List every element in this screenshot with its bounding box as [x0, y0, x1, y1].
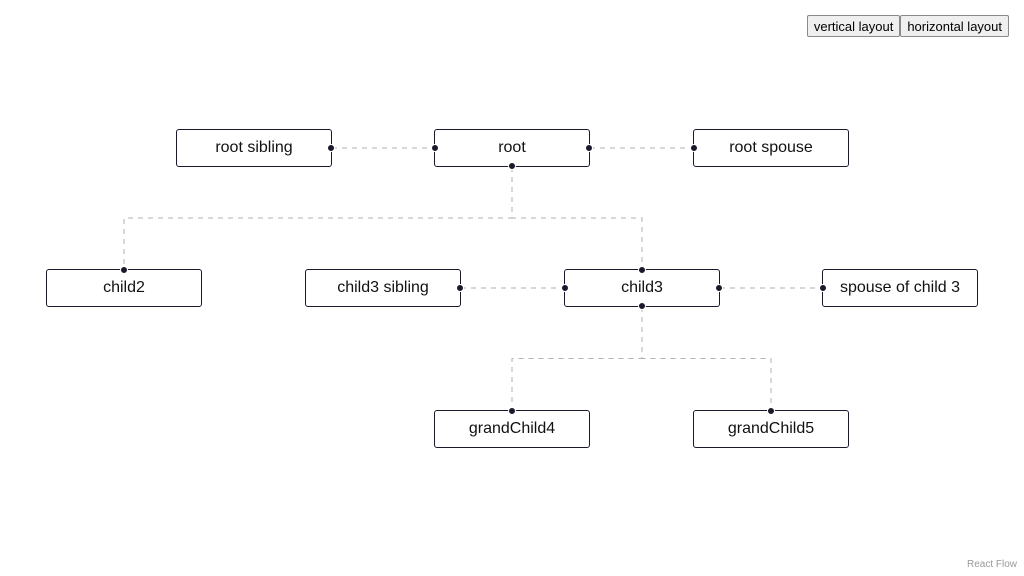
handle-right[interactable]: [456, 284, 464, 292]
handle-top[interactable]: [638, 266, 646, 274]
handle-right[interactable]: [327, 144, 335, 152]
node-label: child3: [621, 279, 663, 296]
node-child3-sibling[interactable]: child3 sibling: [305, 269, 464, 307]
node-label: grandChild4: [468, 420, 556, 437]
node-label: spouse of child 3: [839, 279, 961, 296]
vertical-layout-button[interactable]: vertical layout: [806, 15, 901, 37]
layout-controls: vertical layout horizontal layout: [806, 15, 1009, 37]
node-root-sibling[interactable]: root sibling: [176, 129, 335, 167]
node-grandchild5[interactable]: grandChild5: [693, 407, 849, 448]
handle-bottom[interactable]: [638, 302, 646, 310]
handle-left[interactable]: [819, 284, 827, 292]
handle-top[interactable]: [767, 407, 775, 415]
edge-root-child3[interactable]: [511, 167, 643, 269]
handle-left[interactable]: [690, 144, 698, 152]
handle-top[interactable]: [508, 407, 516, 415]
node-root[interactable]: root: [431, 129, 593, 170]
node-child2[interactable]: child2: [46, 266, 202, 307]
handle-right[interactable]: [585, 144, 593, 152]
node-spouse-of-child3[interactable]: spouse of child 3: [819, 269, 978, 307]
node-label: root sibling: [215, 139, 293, 156]
horizontal-layout-button[interactable]: horizontal layout: [900, 15, 1009, 37]
node-label: child2: [103, 279, 145, 296]
node-label: grandChild5: [727, 420, 815, 437]
node-label: child3 sibling: [337, 279, 429, 296]
node-label: root spouse: [729, 139, 813, 156]
node-label: root: [498, 139, 526, 156]
handle-left[interactable]: [431, 144, 439, 152]
handle-bottom[interactable]: [508, 162, 516, 170]
handle-left[interactable]: [561, 284, 569, 292]
handle-top[interactable]: [120, 266, 128, 274]
edge-child3-grandchild5[interactable]: [641, 307, 772, 410]
edge-root-child2[interactable]: [123, 167, 513, 269]
node-child3[interactable]: child3: [561, 266, 723, 310]
edge-child3-grandchild4[interactable]: [511, 307, 643, 410]
handle-right[interactable]: [715, 284, 723, 292]
react-flow-attribution[interactable]: React Flow: [963, 557, 1020, 572]
node-root-spouse[interactable]: root spouse: [690, 129, 849, 167]
node-grandchild4[interactable]: grandChild4: [434, 407, 590, 448]
